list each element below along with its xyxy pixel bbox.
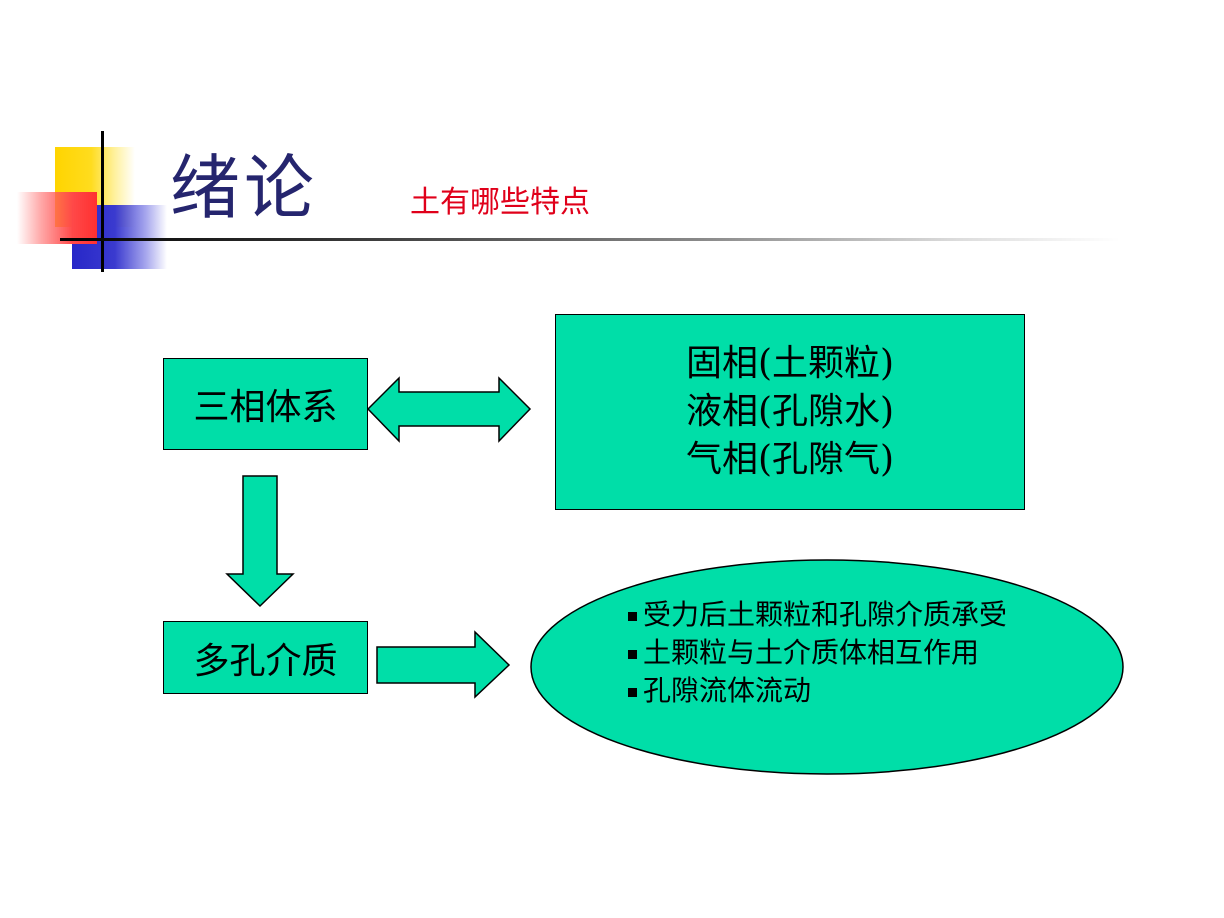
title-underline bbox=[60, 238, 1120, 241]
phases-box: 固相(土颗粒) 液相(孔隙水) 气相(孔隙气) bbox=[555, 314, 1025, 510]
three-phase-system-box: 三相体系 bbox=[163, 358, 368, 450]
list-item: 受力后土颗粒和孔隙介质承受 bbox=[628, 596, 1007, 634]
property-text: 受力后土颗粒和孔隙介质承受 bbox=[643, 598, 1008, 631]
liquid-phase-text: 液相(孔隙水) bbox=[685, 391, 895, 432]
gas-phase-text: 气相(孔隙气) bbox=[685, 439, 895, 480]
three-phase-system-label: 三相体系 bbox=[193, 387, 338, 428]
decor-red-square bbox=[17, 192, 97, 244]
porous-medium-label: 多孔介质 bbox=[193, 640, 338, 682]
double-arrow bbox=[366, 376, 532, 443]
bullet-square-icon bbox=[628, 649, 637, 659]
down-arrow bbox=[225, 475, 295, 608]
decor-vertical-line bbox=[101, 131, 104, 272]
bullet-square-icon bbox=[628, 611, 637, 621]
bullet-square-icon bbox=[628, 687, 637, 697]
slide-title: 绪论 bbox=[170, 147, 318, 229]
list-item: 土颗粒与土介质体相互作用 bbox=[628, 634, 1007, 672]
property-text: 土颗粒与土介质体相互作用 bbox=[643, 636, 980, 669]
solid-phase-text: 固相(土颗粒) bbox=[685, 343, 895, 384]
porous-medium-box: 多孔介质 bbox=[163, 621, 368, 694]
slide-subtitle: 土有哪些特点 bbox=[410, 185, 590, 220]
properties-ellipse bbox=[530, 559, 1124, 775]
properties-list: 受力后土颗粒和孔隙介质承受 土颗粒与土介质体相互作用 孔隙流体流动 bbox=[628, 596, 1007, 710]
list-item: 孔隙流体流动 bbox=[628, 672, 1007, 710]
right-arrow bbox=[376, 630, 511, 699]
property-text: 孔隙流体流动 bbox=[643, 674, 812, 707]
